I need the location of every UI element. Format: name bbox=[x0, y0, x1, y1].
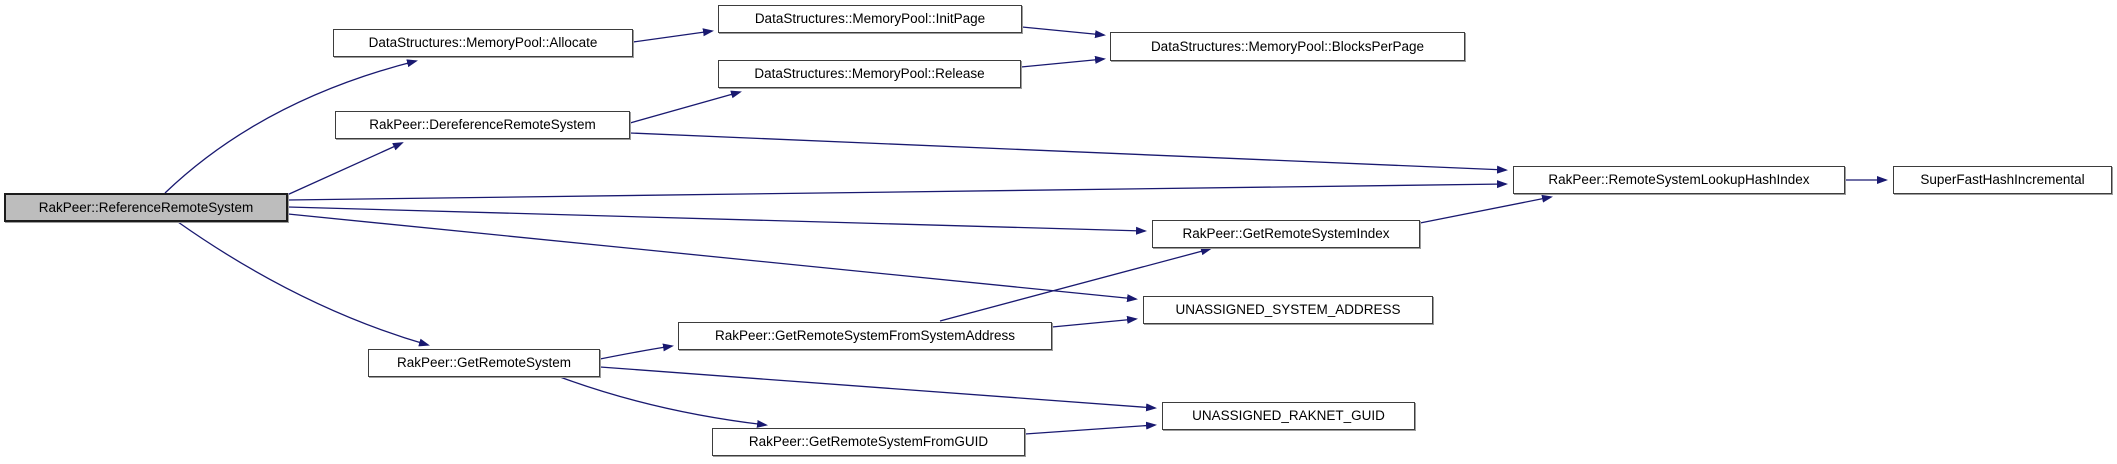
edge-referenceRemoteSystem-to-getRemoteSystemIndex bbox=[287, 206, 1147, 235]
edge-dereferenceRemoteSystem-to-release bbox=[629, 90, 742, 124]
graph-node-getRemoteSystemFromGuid[interactable]: RakPeer::GetRemoteSystemFromGUID bbox=[712, 428, 1025, 456]
graph-node-superFastHashIncremental[interactable]: SuperFastHashIncremental bbox=[1893, 166, 2112, 194]
edge-getRemoteSystem-to-getRemoteSystemFromSystemAddress bbox=[599, 343, 674, 360]
graph-node-getRemoteSystemFromSystemAddress[interactable]: RakPeer::GetRemoteSystemFromSystemAddres… bbox=[678, 322, 1052, 350]
edge-getRemoteSystem-to-unassignedRaknetGuid bbox=[599, 366, 1157, 412]
edge-release-to-blocksPerPage bbox=[1020, 55, 1106, 68]
graph-node-dereferenceRemoteSystem[interactable]: RakPeer::DereferenceRemoteSystem bbox=[335, 111, 630, 139]
edge-initPage-to-blocksPerPage bbox=[1021, 26, 1106, 39]
graph-node-getRemoteSystemIndex[interactable]: RakPeer::GetRemoteSystemIndex bbox=[1152, 220, 1420, 248]
edge-referenceRemoteSystem-to-getRemoteSystem bbox=[177, 221, 430, 347]
graph-node-getRemoteSystem[interactable]: RakPeer::GetRemoteSystem bbox=[368, 349, 600, 377]
edge-dereferenceRemoteSystem-to-remoteSystemLookupHashIndex bbox=[629, 132, 1508, 174]
edge-referenceRemoteSystem-to-dereferenceRemoteSystem bbox=[286, 142, 404, 196]
edge-getRemoteSystemFromGuid-to-unassignedRaknetGuid bbox=[1024, 421, 1157, 435]
edge-allocate-to-initPage bbox=[632, 28, 714, 43]
edge-referenceRemoteSystem-to-allocate bbox=[164, 59, 418, 194]
graph-node-initPage[interactable]: DataStructures::MemoryPool::InitPage bbox=[718, 5, 1022, 33]
graph-node-remoteSystemLookupHashIndex[interactable]: RakPeer::RemoteSystemLookupHashIndex bbox=[1513, 166, 1845, 194]
edge-getRemoteSystem-to-getRemoteSystemFromGuid bbox=[559, 376, 768, 428]
edge-getRemoteSystemFromSystemAddress-to-getRemoteSystemIndex bbox=[939, 247, 1212, 322]
graph-node-release[interactable]: DataStructures::MemoryPool::Release bbox=[718, 60, 1021, 88]
edge-referenceRemoteSystem-to-unassignedSystemAddress bbox=[287, 213, 1138, 303]
graph-node-unassignedSystemAddress[interactable]: UNASSIGNED_SYSTEM_ADDRESS bbox=[1143, 296, 1433, 324]
graph-node-referenceRemoteSystem: RakPeer::ReferenceRemoteSystem bbox=[4, 193, 288, 222]
edge-getRemoteSystemFromSystemAddress-to-unassignedSystemAddress bbox=[1051, 315, 1138, 328]
graph-node-allocate[interactable]: DataStructures::MemoryPool::Allocate bbox=[333, 29, 633, 57]
graph-node-blocksPerPage[interactable]: DataStructures::MemoryPool::BlocksPerPag… bbox=[1110, 32, 1465, 61]
graph-node-unassignedRaknetGuid[interactable]: UNASSIGNED_RAKNET_GUID bbox=[1162, 402, 1415, 430]
edge-getRemoteSystemIndex-to-remoteSystemLookupHashIndex bbox=[1419, 194, 1553, 224]
edge-referenceRemoteSystem-to-remoteSystemLookupHashIndex bbox=[287, 180, 1508, 201]
